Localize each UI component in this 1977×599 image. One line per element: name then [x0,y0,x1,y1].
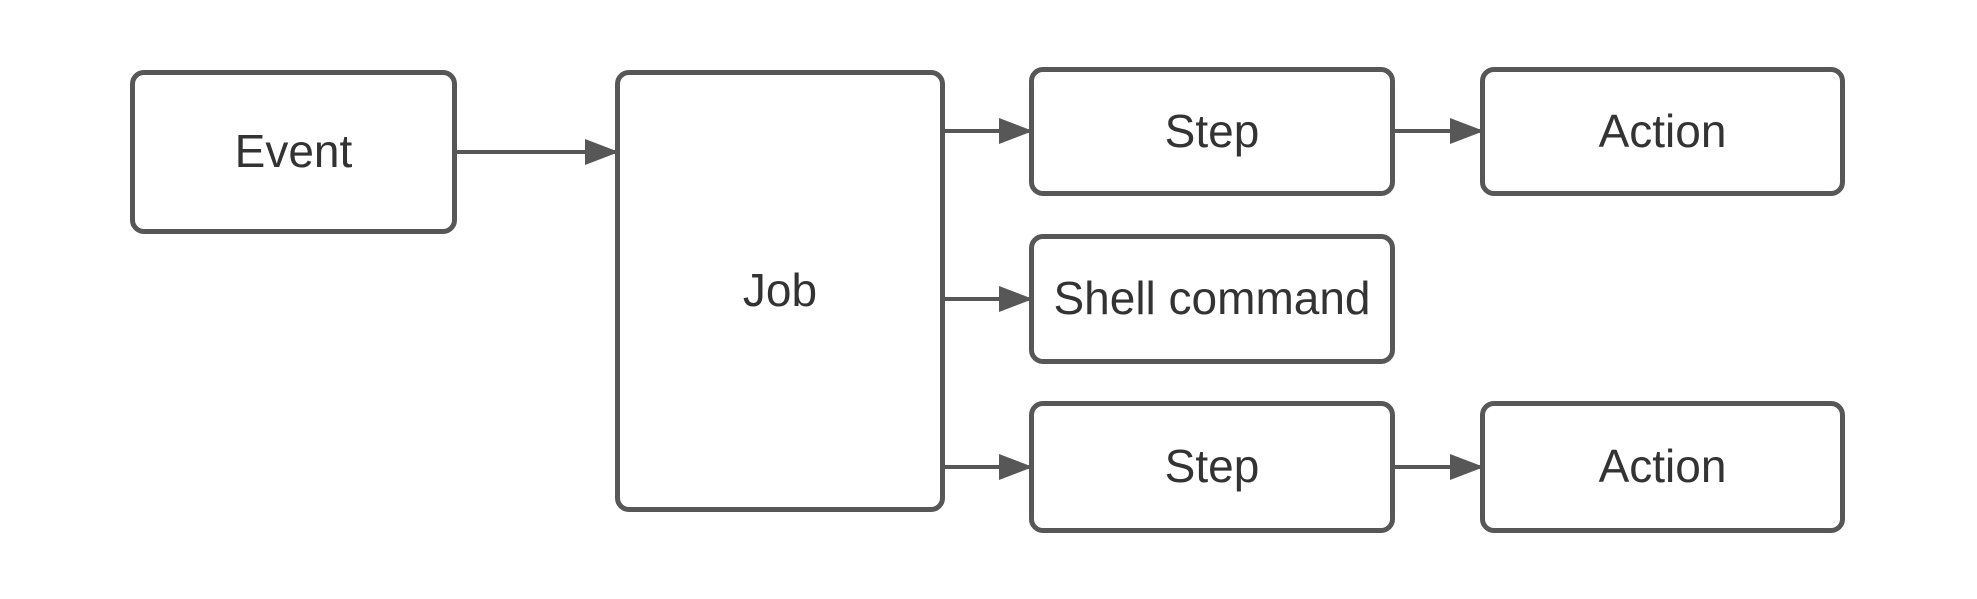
node-label-event: Event [234,125,353,178]
node-action-1: Action [1480,67,1845,196]
node-event: Event [130,70,457,234]
node-label-shell-command: Shell command [1053,272,1371,325]
node-job: Job [615,70,945,512]
node-step-2: Step [1029,401,1395,533]
node-action-2: Action [1480,401,1845,533]
node-label-job: Job [742,264,818,317]
node-step-1: Step [1029,67,1395,196]
node-label-step-2: Step [1164,440,1260,493]
node-label-step-1: Step [1164,104,1260,157]
node-shell-command: Shell command [1029,234,1395,364]
node-label-action-1: Action [1598,104,1727,157]
node-label-action-2: Action [1598,440,1727,493]
